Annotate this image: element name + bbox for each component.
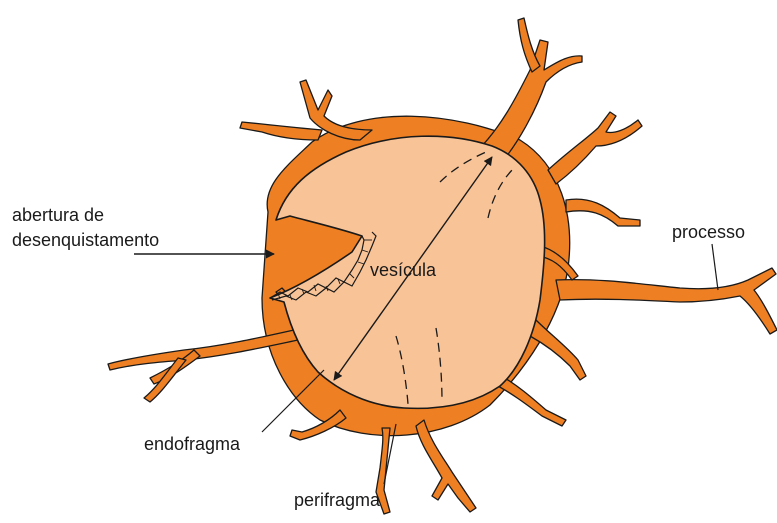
periphragm-label: perifragma	[294, 490, 381, 510]
process-leader	[712, 244, 718, 290]
vesicle-label: vesícula	[370, 260, 437, 280]
endophragm-label: endofragma	[144, 434, 241, 454]
process-label: processo	[672, 222, 745, 242]
opening-label-line1: abertura de	[12, 205, 104, 225]
opening-label-line2: desenquistamento	[12, 230, 159, 250]
